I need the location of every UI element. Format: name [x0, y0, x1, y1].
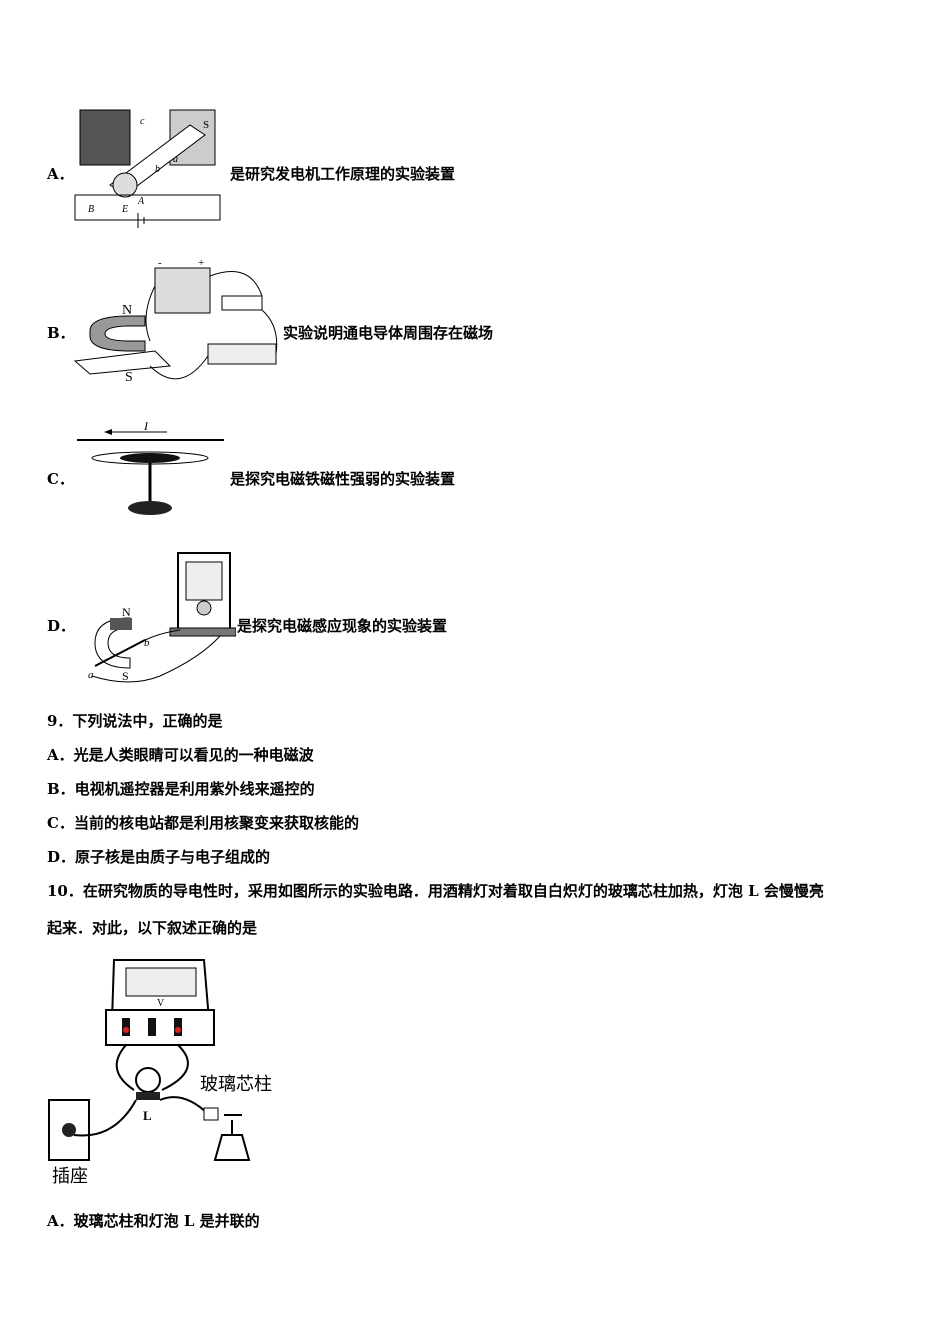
q8-option-a-text: 是研究发电机工作原理的实验装置 [230, 165, 456, 183]
q8-option-c-text: 是探究电磁铁磁性强弱的实验装置 [230, 470, 456, 488]
label-B: B [88, 204, 94, 215]
q10-option-a: A．玻璃芯柱和灯泡 L 是并联的 [47, 1212, 260, 1230]
label-b: b [155, 164, 160, 175]
label-S: S [125, 370, 133, 385]
q8-figure-c-oersted: I [77, 419, 224, 515]
socket-label: 插座 [52, 1166, 88, 1186]
label-S: S [203, 119, 209, 131]
q8-figure-b-magnet-circuit: - + N S [73, 257, 278, 385]
q9-option-a: A．光是人类眼睛可以看见的一种电磁波 [47, 746, 314, 764]
lamp-label: L [143, 1108, 152, 1123]
q8-figure-a-generator: c a b B E A S [74, 109, 221, 228]
label-minus: - [158, 257, 162, 269]
label-A: A [137, 196, 145, 207]
glass-core-label: 玻璃芯柱 [200, 1074, 272, 1094]
q8-option-d-letter: D． [47, 617, 76, 635]
label-S: S [122, 669, 129, 683]
label-I: I [143, 419, 149, 433]
q9-option-c: C．当前的核电站都是利用核聚变来获取核能的 [47, 814, 359, 832]
q8-option-a-letter: A． [47, 165, 74, 183]
label-plus: + [198, 257, 204, 269]
meter-label: V [157, 998, 165, 1009]
q8-option-b-text: 实验说明通电导体周围存在磁场 [283, 324, 494, 342]
label-a: a [173, 154, 178, 165]
label-a: a [88, 669, 94, 681]
label-E: E [121, 204, 128, 215]
q9-option-d: D．原子核是由质子与电子组成的 [47, 848, 271, 866]
q8-figure-d-induction: N S a b [88, 552, 236, 683]
label-N: N [122, 605, 131, 619]
label-b: b [144, 637, 150, 649]
q8-option-d-text: 是探究电磁感应现象的实验装置 [237, 617, 448, 635]
label-N: N [122, 303, 132, 318]
q8-option-b-letter: B． [47, 324, 75, 342]
q10-circuit-figure: V L 玻璃芯柱 插座 [48, 959, 272, 1186]
q9-option-b: B．电视机遥控器是利用紫外线来遥控的 [47, 780, 315, 798]
q8-option-c-letter: C． [47, 470, 74, 488]
q9-stem: 9．下列说法中，正确的是 [47, 712, 223, 730]
label-c: c [140, 116, 145, 127]
q10-stem-line2: 起来．对此，以下叙述正确的是 [47, 919, 258, 937]
q10-stem-line1: 10．在研究物质的导电性时，采用如图所示的实验电路．用酒精灯对着取自白炽灯的玻璃… [47, 882, 824, 900]
